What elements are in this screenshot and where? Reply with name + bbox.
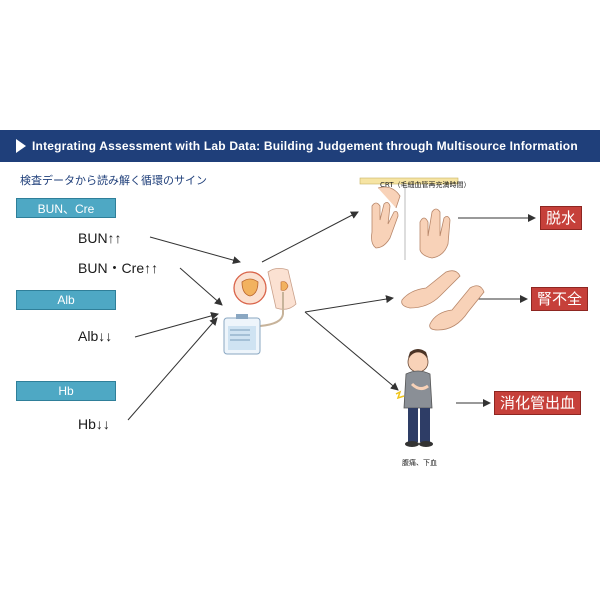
arrow-hb-to-bag — [127, 317, 218, 421]
crt-label: CRT（毛細血管再充満時間） — [380, 181, 471, 189]
arrow-bun-to-kidney — [149, 236, 241, 264]
arrow-to-legs — [304, 295, 394, 313]
lab-alb: Alb↓↓ — [78, 328, 113, 344]
tag-bun-cre: BUN、Cre — [16, 198, 116, 218]
page-title: Integrating Assessment with Lab Data: Bu… — [32, 139, 578, 153]
result-dehydration: 脱水 — [540, 206, 583, 230]
abdominal-pain-person-illustration — [395, 349, 433, 447]
arrow-to-crt — [261, 211, 359, 263]
arrow-bun-cre-to-bag — [179, 267, 223, 306]
tag-alb: Alb — [16, 290, 116, 310]
lab-bun-cre: BUN・Cre↑↑ — [78, 260, 159, 276]
arrow-alb-to-bag — [134, 312, 219, 338]
urine-bag-icon — [223, 314, 261, 355]
arrow-to-person — [304, 311, 399, 391]
lab-hb: Hb↓↓ — [78, 416, 110, 432]
edema-legs-illustration — [401, 270, 485, 331]
play-triangle-icon — [16, 139, 26, 153]
result-renal-failure: 腎不全 — [531, 287, 589, 311]
lab-bun: BUN↑↑ — [78, 230, 122, 246]
result-gi-bleeding: 消化管出血 — [494, 391, 582, 415]
subtitle: 検査データから読み解く循環のサイン — [20, 174, 207, 187]
person-caption: 腹痛、下血 — [402, 459, 437, 467]
tag-hb: Hb — [16, 381, 116, 401]
title-banner: Integrating Assessment with Lab Data: Bu… — [0, 130, 600, 162]
bladder-illustration — [233, 268, 297, 328]
crt-hand-illustration — [359, 177, 459, 260]
